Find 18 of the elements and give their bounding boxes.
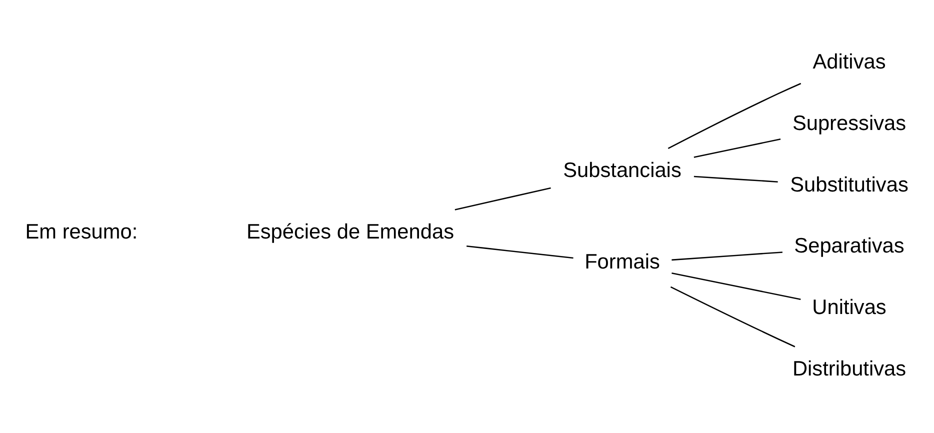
node-text: Separativas	[794, 234, 904, 258]
connector	[672, 272, 801, 300]
node-text: Espécies de Emendas	[246, 220, 454, 243]
connector	[672, 251, 782, 260]
node-text: Aditivas	[812, 50, 886, 74]
node-text: Distributivas	[792, 356, 906, 380]
label: Em resumo:	[25, 220, 138, 243]
node-text: Supressivas	[792, 111, 906, 134]
connector	[668, 82, 802, 149]
node-text: Substitutivas	[790, 172, 908, 196]
connector	[694, 175, 778, 182]
node-text: Formais	[584, 250, 660, 273]
connector	[670, 286, 796, 347]
connector	[694, 138, 781, 158]
node-text: Unitivas	[812, 295, 886, 318]
connector	[454, 186, 551, 210]
node-text: Substanciais	[563, 158, 682, 182]
connector	[466, 244, 574, 258]
